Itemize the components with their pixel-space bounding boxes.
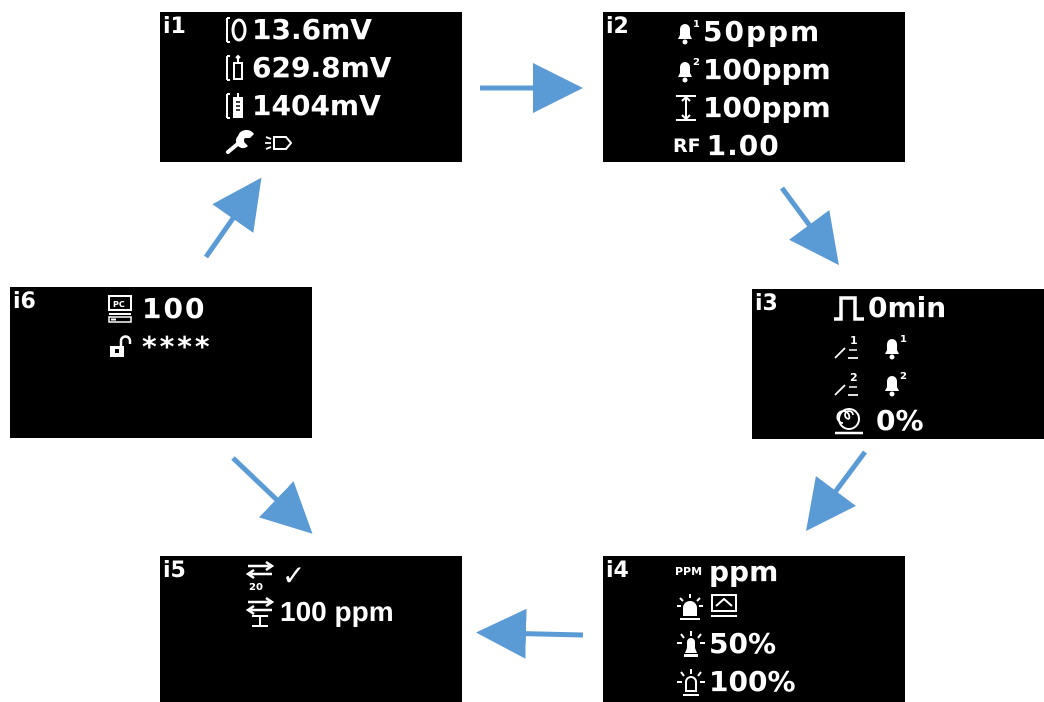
- ppm-unit-label: PPM: [675, 565, 703, 578]
- transfer-20-check: ✓: [282, 559, 306, 592]
- zero-sensor-icon: [224, 15, 248, 45]
- pc-value: 100: [142, 292, 207, 325]
- screen-label: i1: [163, 14, 186, 39]
- arrow-i3-to-i4: [806, 450, 868, 532]
- screen-i6: i6 PC 100 ****: [10, 287, 312, 438]
- alarm-light-icon: [677, 631, 705, 657]
- zero-mv-value: 13.6mV: [252, 13, 372, 46]
- strobe-value: 100%: [709, 665, 796, 698]
- screen-i5: i5 20 ✓ 100 ppm: [160, 556, 462, 702]
- screen-i3: i3 0min 1 1 2 2: [752, 289, 1044, 439]
- pc-icon: PC: [106, 294, 134, 324]
- screen-label: i3: [755, 291, 778, 316]
- pulse-icon: [832, 293, 866, 323]
- password-value: ****: [142, 330, 213, 363]
- span-sensor-icon: [224, 53, 248, 83]
- screen-i4: i4 PPM ppm 50% 100%: [603, 556, 905, 702]
- zero-mv-row: 13.6mV: [224, 14, 372, 46]
- arrow-i6-to-i1: [203, 177, 262, 259]
- svg-text:2: 2: [693, 57, 699, 68]
- alarm-2-row: 2 100ppm: [673, 54, 831, 86]
- unlock-icon: [110, 334, 134, 357]
- screen-label: i4: [606, 558, 629, 583]
- relay-1-icon: 1: [832, 334, 858, 362]
- range-row: 100ppm: [673, 92, 831, 124]
- transfer-range-value: 100 ppm: [280, 596, 394, 627]
- full-mv-value: 1404mV: [252, 89, 381, 122]
- unit-row: PPM ppm: [675, 556, 778, 588]
- lamp-icon: [265, 131, 294, 155]
- alarm-2-bell-icon: 2: [678, 57, 699, 83]
- transfer-range-row: 100 ppm: [244, 596, 394, 628]
- range-value: 100ppm: [703, 91, 831, 124]
- fan-row: 0%: [832, 405, 924, 437]
- siren-icon: [677, 594, 703, 620]
- full-mv-row: 1404mV: [224, 90, 381, 122]
- relay-2-icon: 2: [832, 371, 858, 399]
- screen-label: i2: [606, 14, 629, 39]
- screen-i1: i1 13.6mV 629.8mV 1404mV: [160, 12, 462, 162]
- screen-i2: i2 1 50ppm 2 100ppm 100ppm RF 1.00: [603, 12, 905, 162]
- password-row: ****: [106, 331, 213, 363]
- alarm-light-row: 50%: [675, 628, 776, 660]
- display-icon: [709, 592, 739, 620]
- relay-1-row: 1 1: [832, 332, 908, 362]
- svg-text:20: 20: [249, 582, 263, 592]
- full-sensor-icon: [224, 91, 248, 121]
- screen-label: i6: [13, 289, 36, 314]
- transfer-range-icon: [244, 596, 276, 628]
- rf-row: RF 1.00: [673, 130, 780, 162]
- service-row: [224, 128, 294, 158]
- svg-text:2: 2: [900, 371, 907, 382]
- fan-value: 0%: [876, 404, 924, 437]
- transfer-20-row: 20 ✓: [244, 560, 305, 592]
- relay-2-row: 2 2: [832, 369, 908, 399]
- alarm-2-value: 100ppm: [703, 53, 831, 86]
- rf-value: 1.00: [706, 129, 780, 162]
- alarm-1-value: 50ppm: [703, 15, 822, 48]
- arrow-i4-to-i5: [476, 608, 584, 659]
- arrow-i2-to-i3: [779, 186, 839, 266]
- alarm-1-bell-icon: 1: [885, 334, 907, 360]
- pulse-value: 0min: [868, 291, 947, 324]
- strobe-row: 100%: [675, 666, 796, 698]
- wrench-icon: [224, 129, 254, 158]
- pulse-row: 0min: [832, 292, 946, 324]
- alarm-2-bell-icon: 2: [885, 371, 907, 397]
- range-icon: [676, 93, 696, 123]
- span-mv-row: 629.8mV: [224, 52, 391, 84]
- strobe-icon: [677, 669, 705, 697]
- screen-label: i5: [163, 558, 186, 583]
- pc-row: PC 100: [106, 293, 206, 325]
- transfer-20-icon: 20: [244, 560, 276, 592]
- svg-text:PC: PC: [113, 300, 125, 309]
- arrow-i6-to-i5: [231, 456, 313, 534]
- span-mv-value: 629.8mV: [252, 51, 392, 84]
- alarm-1-row: 1 50ppm: [673, 16, 821, 48]
- rf-label: RF: [673, 135, 701, 157]
- fan-icon: [832, 406, 866, 436]
- alarm-1-bell-icon: 1: [678, 19, 699, 45]
- svg-text:1: 1: [900, 334, 907, 345]
- output-row: [675, 592, 739, 620]
- alarm-light-value: 50%: [709, 627, 777, 660]
- svg-text:2: 2: [850, 371, 858, 384]
- svg-text:1: 1: [693, 19, 699, 30]
- svg-text:1: 1: [850, 334, 858, 347]
- unit-value: ppm: [709, 555, 779, 588]
